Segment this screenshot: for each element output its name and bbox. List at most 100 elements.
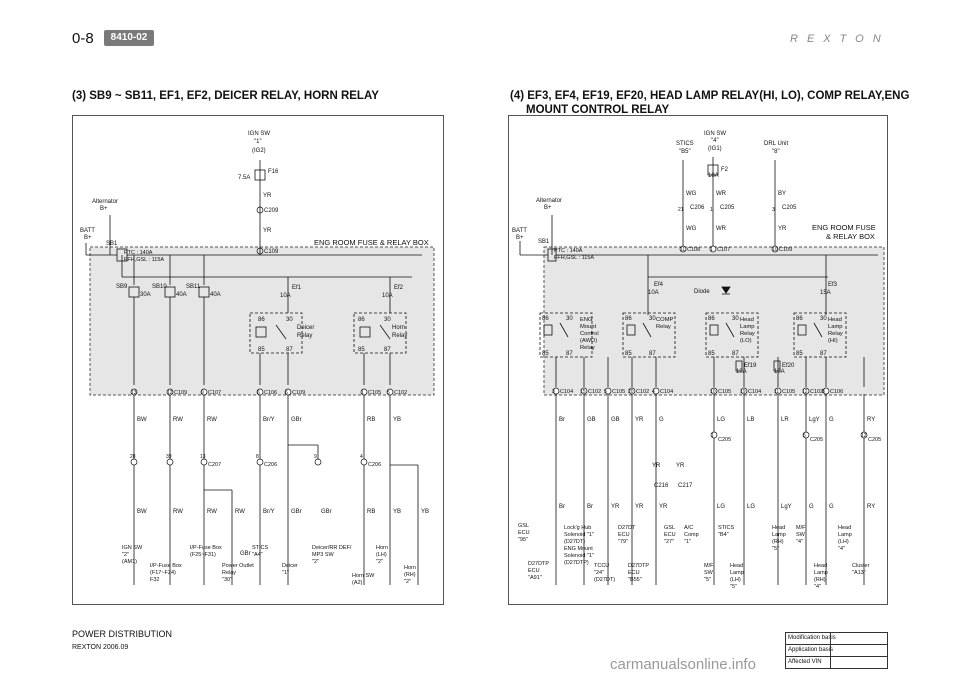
right-ef20-amp: 10A: [774, 369, 785, 375]
right-ef3: Ef3: [828, 282, 838, 288]
fuse-name: SB11: [186, 284, 201, 290]
relay-pin: 30: [820, 316, 827, 322]
right-wr-1: WR: [716, 191, 727, 197]
right-c205-b: C205: [782, 205, 797, 211]
load-label: "5": [730, 584, 737, 590]
wire-color: YB: [393, 509, 401, 515]
right-yr-b: YR: [676, 463, 685, 469]
left-pin-85b: 85: [358, 347, 365, 353]
splice: [710, 431, 718, 439]
load-label: "2": [312, 559, 319, 565]
relay-pin: 30: [649, 316, 656, 322]
right-ef19: Ef19: [744, 363, 757, 369]
right-f2: F2: [721, 167, 729, 173]
right-by: BY: [778, 191, 786, 197]
load-label: F32: [150, 577, 159, 583]
splice-number: 12: [861, 433, 867, 439]
connector-id: C107: [208, 390, 221, 396]
wire-color: GB: [611, 417, 620, 423]
load-label: Horn: [404, 565, 416, 571]
right-alt-plus: B+: [544, 205, 552, 211]
load-label: M/F: [796, 525, 806, 531]
relay-label: Relay: [740, 331, 755, 337]
load-label: "A91": [528, 575, 542, 581]
right-yr: YR: [778, 226, 787, 232]
right-diagram-title-line2: MOUNT CONTROL RELAY: [526, 104, 670, 116]
relay-pin: 87: [820, 351, 827, 357]
load-label: I/P-Fuse Box: [190, 545, 222, 551]
left-alternator: Alternator: [92, 199, 118, 205]
load-label: M/F: [704, 563, 714, 569]
load-label: (RH): [814, 577, 826, 583]
revision-row-vin: Affected VIN: [786, 657, 887, 668]
right-diode: Diode: [694, 289, 710, 295]
splice-connector: C205: [810, 437, 823, 443]
connector-pin-number: 1: [710, 247, 713, 253]
load-label: "2": [122, 552, 129, 558]
wire-color: GB: [587, 417, 596, 423]
fuse-name: SB10: [152, 284, 167, 290]
right-batt: BATT: [512, 228, 527, 234]
connector-id: C104: [748, 389, 761, 395]
connector-id: C102: [636, 389, 649, 395]
connector-pin: [771, 245, 779, 253]
left-yr-1: YR: [263, 193, 272, 199]
load-label: "4": [838, 546, 845, 552]
left-deicer-relay-1: Deicer: [297, 325, 314, 331]
relay-pin: 30: [566, 316, 573, 322]
wire-color: GBr: [291, 509, 302, 515]
left-f16-amp: 7.5A: [238, 175, 250, 181]
wire-color: LgY: [781, 504, 792, 510]
connector-pin-number: 6: [285, 390, 288, 396]
load-label: "4": [814, 584, 821, 590]
left-pin-30b: 30: [384, 317, 391, 323]
splice-number: 13: [200, 454, 206, 460]
left-horn-relay-1: Horn: [392, 325, 405, 331]
left-pin-30a: 30: [286, 317, 293, 323]
right-stics-2: "B5": [679, 149, 691, 155]
relay-pin: 87: [566, 351, 573, 357]
connector-id: C109: [292, 390, 305, 396]
load-label: Head: [730, 563, 743, 569]
load-label: (D27DT): [564, 539, 585, 545]
right-yr-a: YR: [652, 463, 661, 469]
relay-pin: 87: [732, 351, 739, 357]
right-c217: C217: [678, 483, 693, 489]
load-label: (AM1): [122, 559, 137, 565]
left-pin-85a: 85: [258, 347, 265, 353]
load-label: GSL: [518, 523, 529, 529]
connector-pin-number: 4: [652, 389, 655, 395]
load-label: "95": [518, 537, 528, 543]
load-label: ECU: [518, 530, 530, 536]
splice-connector: C207: [208, 462, 221, 468]
left-alt-plus: B+: [100, 206, 108, 212]
wire-color: LG: [747, 504, 755, 510]
connector-id: C107: [717, 247, 730, 253]
splice: [166, 458, 174, 466]
load-label: "A13": [852, 570, 866, 576]
connector-id: C102: [588, 389, 601, 395]
load-label: "B4": [718, 532, 729, 538]
left-gbr-mid: GBr: [240, 551, 251, 557]
right-n21: 21: [678, 207, 684, 213]
right-c205-a: C205: [720, 205, 735, 211]
load-label: A/C: [684, 525, 693, 531]
right-wg-2: WG: [686, 226, 697, 232]
left-ef1-amp: 10A: [280, 293, 291, 299]
load-label: Lamp: [838, 532, 852, 538]
right-stics-1: STICS: [676, 141, 694, 147]
connector-pin-number: 19: [740, 389, 746, 395]
load-label: ECU: [618, 532, 630, 538]
splice: [130, 458, 138, 466]
connector-id: C108: [687, 247, 700, 253]
wire-color: LgY: [809, 417, 820, 423]
relay-pin: 87: [649, 351, 656, 357]
connector-pin-number: 11: [680, 247, 685, 253]
right-wr-2: WR: [716, 226, 727, 232]
right-ef19-amp: 10A: [736, 369, 747, 375]
wire-color: RW: [207, 509, 217, 515]
connector-id: C105: [368, 390, 381, 396]
splice-connector: C205: [718, 437, 731, 443]
wire-color: Br/Y: [263, 417, 275, 423]
load-label: "79": [618, 539, 628, 545]
